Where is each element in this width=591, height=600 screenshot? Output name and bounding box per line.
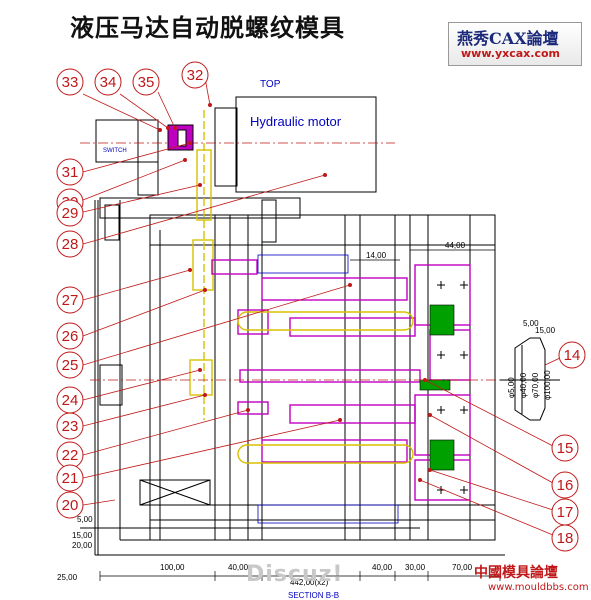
svg-text:33: 33 — [62, 74, 79, 91]
svg-text:18: 18 — [557, 530, 574, 547]
product-part — [500, 337, 560, 421]
callout-20: 20 — [56, 491, 84, 519]
svg-text:29: 29 — [62, 205, 79, 222]
callout-28: 28 — [56, 230, 84, 258]
callout-21: 21 — [56, 464, 84, 492]
callout-31: 31 — [56, 158, 84, 186]
dim-right-5: 5,00 — [523, 319, 539, 328]
dim-bottom-40b: 40,00 — [372, 563, 393, 572]
dim-bottom-30: 30,00 — [405, 563, 426, 572]
dim-phi100: φ100,00 — [543, 370, 552, 400]
thread-gears — [419, 304, 455, 471]
svg-text:27: 27 — [62, 292, 79, 309]
svg-text:20: 20 — [62, 497, 79, 514]
callout-18: 18 — [551, 524, 579, 552]
outline-frame — [94, 200, 505, 556]
top-label: TOP — [260, 79, 281, 90]
svg-text:22: 22 — [62, 447, 79, 464]
svg-text:34: 34 — [100, 74, 117, 91]
blue-detail — [257, 254, 399, 524]
dim-left-20: 20,00 — [72, 541, 93, 550]
svg-text:23: 23 — [62, 418, 79, 435]
svg-text:15: 15 — [557, 440, 574, 457]
callout-16: 16 — [551, 471, 579, 499]
dim-bottom-70: 70,00 — [452, 563, 473, 572]
callout-23: 23 — [56, 412, 84, 440]
switch-label: SWITCH — [103, 148, 127, 154]
svg-text:25: 25 — [62, 357, 79, 374]
dim-left-5: 5,00 — [77, 515, 93, 524]
callout-35: 35 — [132, 68, 160, 96]
drawing-title: 液压马达自动脱螺纹模具 — [70, 13, 345, 42]
watermark: Discuz! — [246, 562, 344, 587]
dim-phi70: φ70,00 — [531, 372, 540, 398]
cross-marks — [437, 281, 468, 494]
dimension-lines — [99, 249, 501, 581]
dimension-labels: 14,00 44,00 5,00 15,00 5,00 15,00 20,00 … — [57, 241, 556, 587]
dim-right-15: 15,00 — [535, 326, 556, 335]
dim-44: 44,00 — [445, 241, 466, 250]
callout-27: 27 — [56, 286, 84, 314]
svg-text:35: 35 — [138, 74, 155, 91]
dim-left-15: 15,00 — [72, 531, 93, 540]
callout-leaders — [82, 77, 561, 536]
dim-bottom-100: 100,00 — [160, 563, 185, 572]
callout-24: 24 — [56, 386, 84, 414]
svg-text:24: 24 — [62, 392, 79, 409]
dim-14: 14,00 — [366, 251, 387, 260]
gear-shaft — [189, 110, 214, 420]
svg-text:28: 28 — [62, 236, 79, 253]
core-pins — [237, 311, 414, 464]
callout-14: 14 — [558, 341, 586, 369]
logo-bottom-url: www.mouldbbs.com — [488, 582, 589, 593]
callout-33: 33 — [56, 68, 84, 96]
callout-32: 32 — [181, 61, 209, 89]
svg-text:31: 31 — [62, 164, 79, 181]
svg-text:21: 21 — [62, 470, 79, 487]
callout-dots — [158, 103, 432, 482]
callout-29: 29 — [56, 199, 84, 227]
callout-17: 17 — [551, 498, 579, 526]
dim-bottom-total: 442,00(x2) — [290, 578, 329, 587]
logo-top-name: 燕秀CAX論壇 — [457, 29, 559, 48]
svg-text:16: 16 — [557, 477, 574, 494]
logo-top-url: www.yxcax.com — [461, 47, 560, 60]
callout-22: 22 — [56, 441, 84, 469]
callout-15: 15 — [551, 434, 579, 462]
callout-bubbles: 33 34 35 32 31 30 29 28 27 26 25 24 23 2… — [56, 61, 586, 552]
svg-text:26: 26 — [62, 328, 79, 345]
coupling-bore — [177, 129, 187, 147]
section-label: SECTION B-B — [288, 591, 339, 600]
forum-logo-top: 燕秀CAX論壇 www.yxcax.com — [448, 22, 582, 66]
dim-phi40: φ40,00 — [519, 372, 528, 398]
motor-label: Hydraulic motor — [250, 114, 342, 129]
dim-bottom-25: 25,00 — [57, 573, 78, 582]
dim-phi5: φ5,00 — [507, 377, 516, 398]
callout-34: 34 — [94, 68, 122, 96]
dim-bottom-40a: 40,00 — [228, 563, 249, 572]
svg-text:17: 17 — [557, 504, 574, 521]
callout-26: 26 — [56, 322, 84, 350]
logo-bottom-name: 中國模具論壇 — [474, 565, 558, 581]
svg-text:14: 14 — [564, 347, 581, 364]
svg-text:32: 32 — [187, 67, 204, 84]
forum-logo-bottom: 中國模具論壇 www.mouldbbs.com — [462, 562, 590, 598]
callout-25: 25 — [56, 351, 84, 379]
